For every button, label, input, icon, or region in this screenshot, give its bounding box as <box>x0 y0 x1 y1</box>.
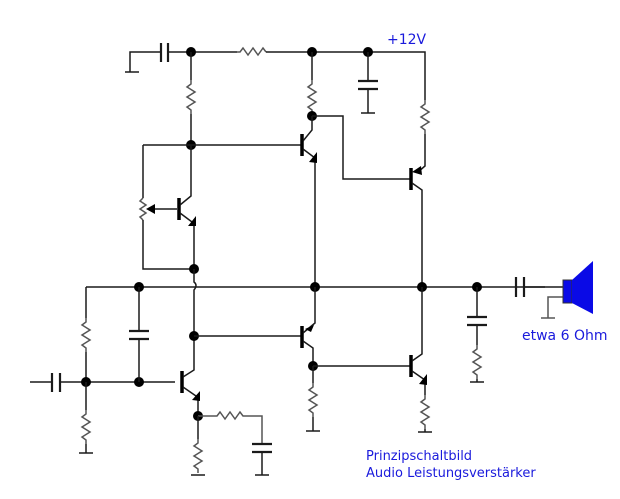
speaker-impedance-label: etwa 6 Ohm <box>522 328 607 344</box>
supply-voltage-label: +12V <box>387 32 427 48</box>
top-rail <box>125 43 426 114</box>
speaker-icon <box>524 261 593 319</box>
lower-driver <box>300 287 432 433</box>
input-stage <box>30 287 301 476</box>
diagram-title-line2: Audio Leistungsverstärker <box>366 466 536 481</box>
diagram-title-line1: Prinzipschaltbild <box>366 449 472 464</box>
upper-driver <box>300 52 430 287</box>
bias-network <box>138 52 301 336</box>
